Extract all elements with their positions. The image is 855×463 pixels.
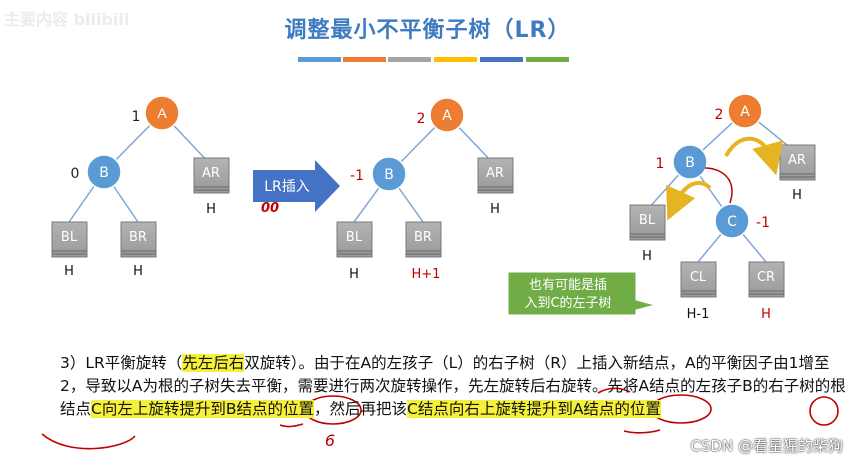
height-cr: H [761,307,771,322]
subtree-cl: CL [680,261,717,298]
node-a: A [144,95,180,131]
height-bl: H [349,267,359,282]
rotate-right-arrow [724,136,784,176]
svg-text:BR: BR [129,230,147,245]
slide-title: 调整最小不平衡子树（LR） [284,18,571,43]
subtree-ar: AR [779,144,816,181]
height-bl: H [64,264,74,279]
svg-text:B: B [99,165,109,181]
svg-text:A: A [442,108,452,124]
highlight-step-1: C向左上旋转提升到B结点的位置 [91,400,314,418]
title-bar-4 [434,57,477,62]
highlight-step-2: C结点向右上旋转提升到A结点的位置 [407,400,661,418]
svg-text:B: B [685,155,695,171]
callout: 也有可能是插 入到C的左子树 [507,271,657,316]
callout-line-1: 也有可能是插 [529,278,607,293]
svg-text:BL: BL [346,230,363,245]
height-bl: H [642,249,652,264]
svg-text:AR: AR [486,166,504,181]
balance-factor-b: 0 [71,166,80,182]
lr-insert-arrow: LR插入 00 [253,160,340,216]
subtree-br: BR [405,221,442,258]
csdn-watermark: CSDN @看星猩的柴狗 [690,437,843,455]
height-br: H+1 [412,267,441,282]
subtree-cr: CR [748,261,785,298]
handwritten-note: 6 [325,431,335,450]
lr-insert-label: LR插入 [264,179,310,195]
height-br: H [133,264,143,279]
annotation-curve-red [704,167,733,204]
height-cl: H-1 [687,307,710,322]
svg-text:AR: AR [202,166,220,181]
node-a: A [429,97,465,133]
height-ar: H [792,188,802,203]
balance-factor-b: -1 [350,168,364,184]
node-a: A [727,93,763,129]
title-bar-1 [298,57,341,62]
svg-text:BL: BL [639,213,656,228]
subtree-ar: AR [477,157,514,194]
handwritten-mark: 00 [261,201,279,216]
node-b: B [86,154,122,190]
balance-factor-a: 2 [715,107,724,123]
title-bar-5 [480,57,523,62]
balance-factor-a: 2 [417,111,426,127]
svg-text:BR: BR [414,230,432,245]
svg-text:BL: BL [61,230,78,245]
bilibili-watermark: 主要内容 bilibili [4,10,130,29]
tree-2: A 2 B -1 AR H BL H [336,97,514,282]
svg-text:CL: CL [690,270,707,285]
balance-factor-a: 1 [132,109,141,125]
subtree-br: BR [120,221,157,258]
svg-text:AR: AR [788,153,806,168]
subtree-ar: AR [193,157,230,194]
height-ar: H [490,202,500,217]
node-b: B [672,144,708,180]
subtree-bl: BL [629,204,666,241]
svg-text:C: C [727,214,737,230]
subtree-bl: BL [336,221,373,258]
title-bar-6 [526,57,569,62]
callout-line-2: 入到C的左子树 [524,295,611,311]
svg-text:B: B [384,167,394,183]
title-bar-3 [388,57,431,62]
svg-text:A: A [157,105,167,121]
balance-factor-b: 1 [656,156,665,172]
balance-factor-c: -1 [756,215,770,231]
svg-text:A: A [740,104,750,120]
explanation-paragraph: 3）LR平衡旋转（先左后右双旋转）。由于在A的左孩子（L）的右子树（R）上插入新… [60,354,846,418]
highlight-left-then-right: 先左后右 [182,354,245,372]
rotate-left-arrow [666,180,712,221]
height-ar: H [206,202,216,217]
title-bar-2 [343,57,386,62]
subtree-bl: BL [51,221,88,258]
node-c: C [714,203,750,239]
svg-text:CR: CR [757,270,775,285]
node-b: B [371,156,407,192]
tree-3: A 2 B 1 C -1 AR H [629,93,816,322]
tree-1: A 1 B 0 AR H BL H [51,95,230,279]
